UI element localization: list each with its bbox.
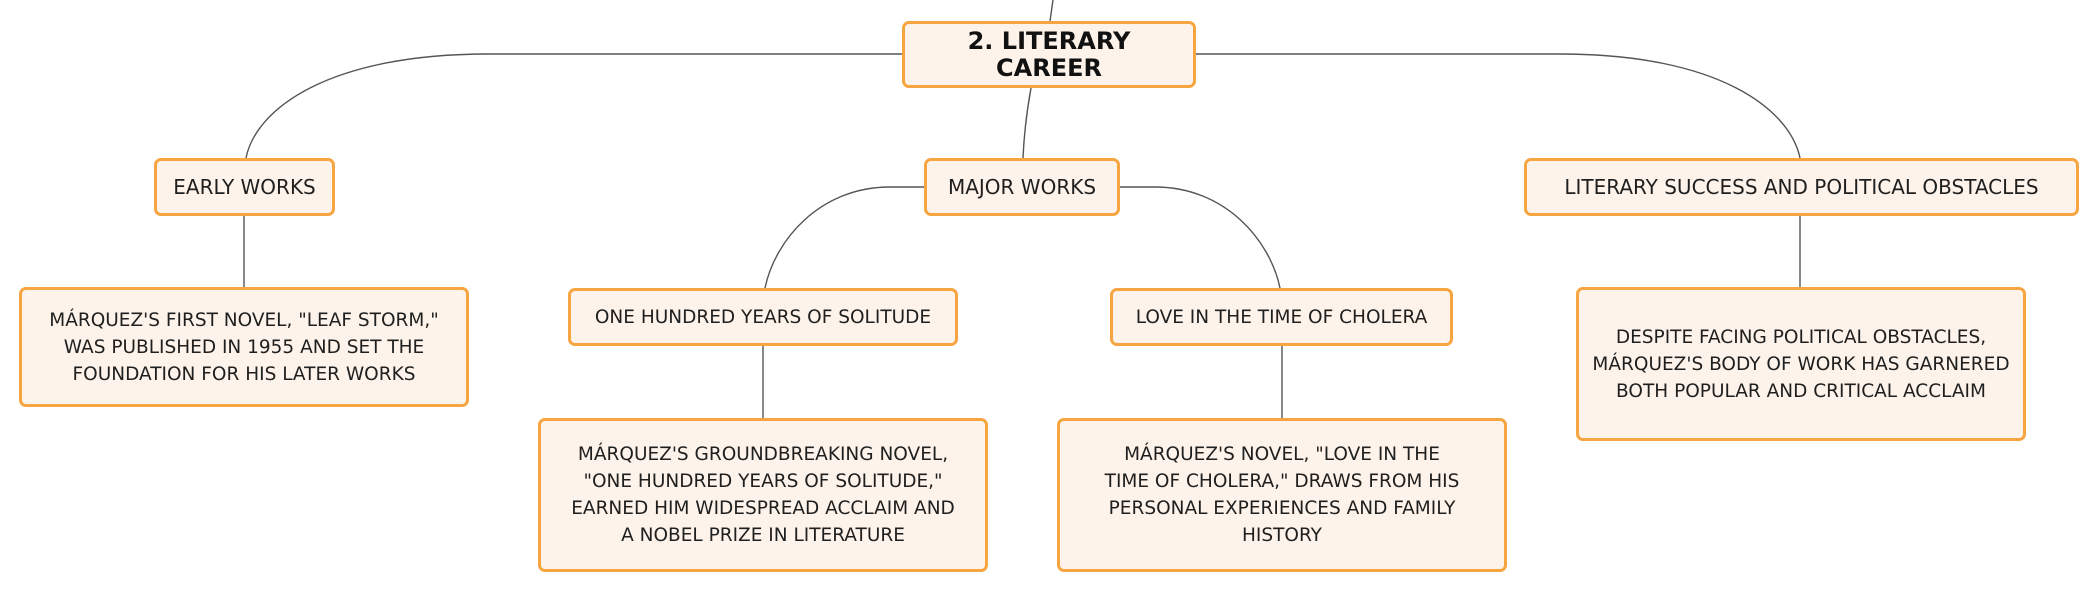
detail-node-text: MÁRQUEZ'S NOVEL, "LOVE IN THE TIME OF CH… xyxy=(1104,444,1460,546)
work-node-label: ONE HUNDRED YEARS OF SOLITUDE xyxy=(594,306,932,328)
connector-major-works-to-cholera xyxy=(1120,186,1281,289)
branch-node-label: EARLY WORKS xyxy=(173,174,316,199)
connector-root-to-major-works xyxy=(1022,87,1032,159)
root-node-literary-career[interactable]: 2. LITERARY CAREER xyxy=(902,21,1196,88)
branch-node-label: LITERARY SUCCESS AND POLITICAL OBSTACLES xyxy=(1564,174,2039,199)
connector-major-works-to-solitude xyxy=(764,186,924,289)
detail-node-love-cholera[interactable]: MÁRQUEZ'S NOVEL, "LOVE IN THE TIME OF CH… xyxy=(1057,418,1507,572)
detail-node-literary-success[interactable]: DESPITE FACING POLITICAL OBSTACLES, MÁRQ… xyxy=(1576,287,2026,441)
work-node-love-cholera[interactable]: LOVE IN THE TIME OF CHOLERA xyxy=(1110,288,1453,346)
branch-node-literary-success[interactable]: LITERARY SUCCESS AND POLITICAL OBSTACLES xyxy=(1524,158,2079,216)
work-node-one-hundred-years[interactable]: ONE HUNDRED YEARS OF SOLITUDE xyxy=(568,288,958,346)
detail-node-text: MÁRQUEZ'S GROUNDBREAKING NOVEL, "ONE HUN… xyxy=(571,444,955,546)
connector-root-to-early-works xyxy=(245,53,902,159)
branch-node-early-works[interactable]: EARLY WORKS xyxy=(154,158,335,216)
branch-node-major-works[interactable]: MAJOR WORKS xyxy=(924,158,1120,216)
connector-parent-to-root xyxy=(1049,0,1054,22)
detail-node-early-works[interactable]: MÁRQUEZ'S FIRST NOVEL, "LEAF STORM," WAS… xyxy=(19,287,469,407)
detail-node-one-hundred-years[interactable]: MÁRQUEZ'S GROUNDBREAKING NOVEL, "ONE HUN… xyxy=(538,418,988,572)
detail-node-text: MÁRQUEZ'S FIRST NOVEL, "LEAF STORM," WAS… xyxy=(49,309,439,385)
connector-root-to-literary-success xyxy=(1196,53,1801,159)
detail-node-text: DESPITE FACING POLITICAL OBSTACLES, MÁRQ… xyxy=(1592,326,2010,402)
root-node-label: 2. LITERARY CAREER xyxy=(967,26,1131,82)
branch-node-label: MAJOR WORKS xyxy=(947,174,1097,199)
work-node-label: LOVE IN THE TIME OF CHOLERA xyxy=(1135,306,1428,328)
